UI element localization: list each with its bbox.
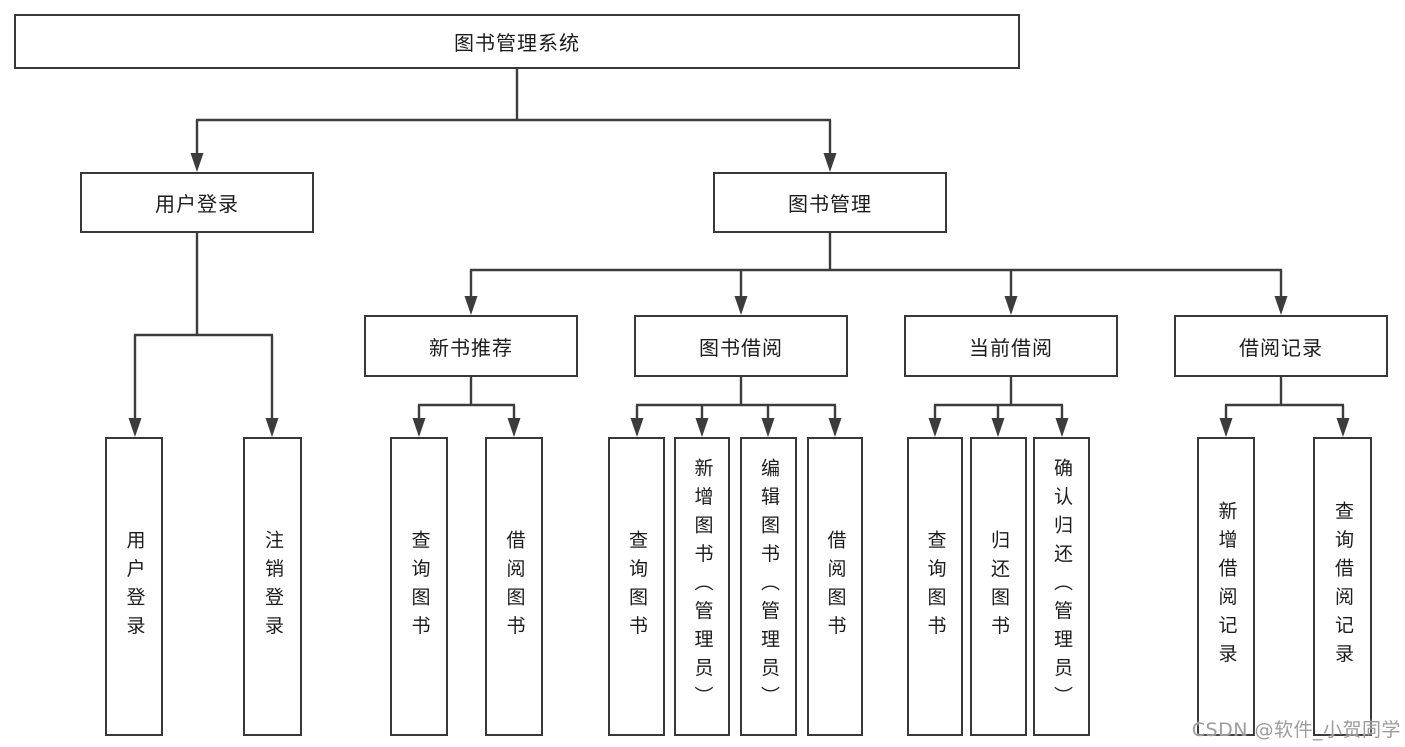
arrowheads (1219, 418, 1350, 437)
leaf-nbr-query-books-label: 查询图书 (408, 529, 431, 644)
leaf-bb-query-books-label: 查询图书 (626, 529, 648, 644)
csdn-watermark: CSDN @软件_小贺同学 (1191, 719, 1401, 741)
node-user-login-label: 用户登录 (155, 192, 239, 216)
connector-current-borrowing-children (928, 377, 1069, 437)
leaf-nbr-borrow-books-label: 借阅图书 (503, 529, 526, 644)
arrowheads (464, 296, 1288, 315)
node-root-label: 图书管理系统 (454, 31, 580, 55)
leaf-cb-confirm-return-admin: 确认归还（管理员） (1033, 437, 1090, 736)
branch-lines (635, 377, 837, 419)
leaf-user-login-label: 用户登录 (123, 529, 146, 644)
node-book-management: 图书管理 (713, 172, 947, 233)
leaf-br-query-record-label: 查询借阅记录 (1332, 501, 1354, 672)
leaf-br-add-record: 新增借阅记录 (1197, 437, 1255, 736)
leaf-nbr-query-books: 查询图书 (390, 437, 448, 736)
leaf-cb-return-books-label: 归还图书 (988, 529, 1010, 644)
leaf-br-add-record-label: 新增借阅记录 (1215, 501, 1238, 672)
node-borrow-records-label: 借阅记录 (1239, 335, 1323, 360)
leaf-bb-borrow-books: 借阅图书 (807, 437, 863, 736)
connector-root-children (190, 69, 837, 172)
branch-lines (469, 233, 1283, 297)
node-current-borrowing-label: 当前借阅 (969, 335, 1053, 360)
connector-book-management-children (464, 233, 1288, 315)
leaf-logout: 注销登录 (243, 437, 302, 736)
connector-book-borrowing-children (630, 377, 842, 437)
node-user-login: 用户登录 (80, 172, 314, 233)
node-borrow-records: 借阅记录 (1174, 315, 1388, 377)
arrowheads (630, 418, 842, 437)
branch-lines (933, 377, 1064, 419)
arrowheads (128, 418, 279, 437)
leaf-cb-query-books-label: 查询图书 (924, 529, 947, 644)
connector-user-login-children (128, 233, 279, 437)
leaf-bb-borrow-books-label: 借阅图书 (824, 529, 847, 644)
branch-lines (417, 377, 516, 419)
node-book-borrowing: 图书借阅 (634, 315, 848, 377)
branch-lines (1224, 377, 1345, 419)
leaf-bb-edit-books-admin: 编辑图书（管理员） (740, 437, 797, 736)
connector-new-book-recommend-children (412, 377, 521, 437)
leaf-bb-add-books-admin-label: 新增图书（管理员） (691, 458, 714, 715)
node-new-book-recommend: 新书推荐 (364, 315, 578, 377)
leaf-bb-edit-books-admin-label: 编辑图书（管理员） (758, 458, 780, 715)
connector-borrow-records-children (1219, 377, 1350, 437)
leaf-user-login: 用户登录 (105, 437, 163, 736)
leaf-bb-query-books: 查询图书 (608, 437, 665, 736)
leaf-br-query-record: 查询借阅记录 (1313, 437, 1372, 736)
branch-lines (195, 69, 832, 154)
node-new-book-recommend-label: 新书推荐 (429, 335, 513, 360)
arrowheads (928, 418, 1069, 437)
leaf-cb-return-books: 归还图书 (970, 437, 1027, 736)
leaf-logout-label: 注销登录 (262, 529, 284, 644)
branch-lines (133, 233, 274, 419)
node-book-management-label: 图书管理 (788, 192, 872, 216)
arrowheads (190, 153, 837, 172)
node-book-borrowing-label: 图书借阅 (699, 335, 783, 360)
leaf-cb-query-books: 查询图书 (907, 437, 963, 736)
leaf-cb-confirm-return-admin-label: 确认归还（管理员） (1051, 458, 1073, 715)
leaf-nbr-borrow-books: 借阅图书 (485, 437, 543, 736)
arrowheads (412, 418, 521, 437)
leaf-bb-add-books-admin: 新增图书（管理员） (674, 437, 730, 736)
node-current-borrowing: 当前借阅 (904, 315, 1118, 377)
node-root: 图书管理系统 (14, 14, 1020, 69)
